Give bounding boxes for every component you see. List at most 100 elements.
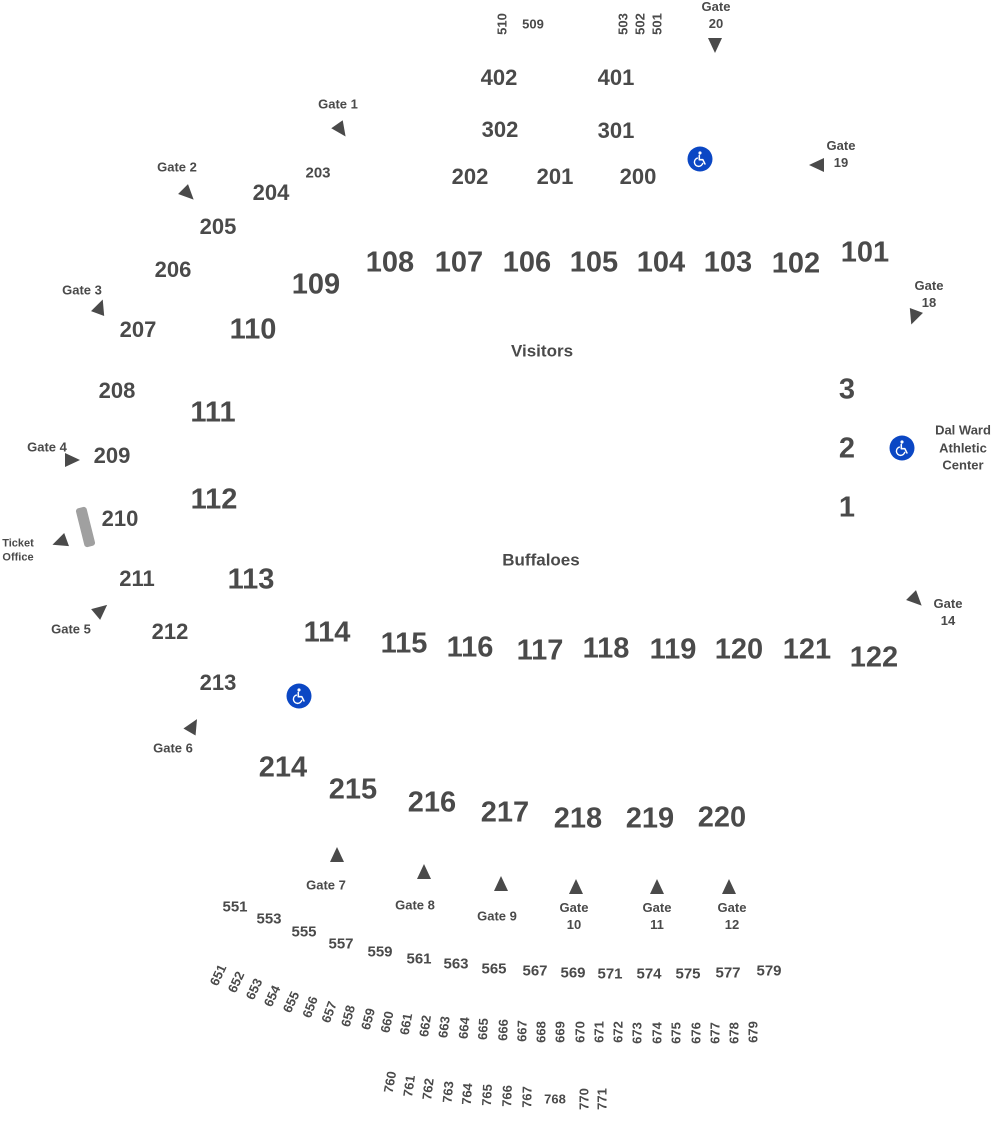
section-667: 667: [514, 1020, 530, 1042]
section-203: 203: [305, 164, 331, 182]
gate-14-marker: [906, 590, 927, 611]
athletic-center-label: Dal Ward Athletic Center: [935, 422, 991, 473]
section-670: 670: [572, 1021, 588, 1043]
section-651: 651: [206, 961, 230, 989]
section-760: 760: [380, 1070, 400, 1094]
gate-11-label: Gate 11: [642, 900, 672, 932]
section-762: 762: [419, 1077, 437, 1101]
section-764: 764: [458, 1082, 476, 1106]
gate-3-marker: [91, 297, 110, 316]
section-571: 571: [597, 965, 623, 983]
wheelchair-accessible-icon: [889, 435, 915, 461]
section-652: 652: [224, 968, 248, 996]
section-660: 660: [377, 1009, 397, 1035]
section-209: 209: [93, 443, 131, 468]
section-105: 105: [569, 246, 619, 279]
gate-11-marker: [650, 879, 664, 894]
section-770: 770: [576, 1088, 592, 1110]
section-555: 555: [291, 923, 317, 941]
section-111: 111: [190, 396, 236, 429]
section-669: 669: [552, 1021, 568, 1043]
gate-14-label: Gate 14: [933, 596, 963, 628]
section-214: 214: [258, 751, 308, 784]
section-509: 509: [522, 16, 544, 32]
section-656: 656: [299, 994, 321, 1020]
section-210: 210: [101, 506, 139, 531]
section-121: 121: [782, 633, 832, 666]
section-116: 116: [446, 631, 494, 664]
section-768: 768: [544, 1091, 566, 1107]
section-216: 216: [407, 786, 457, 819]
section-101: 101: [840, 236, 890, 269]
section-113: 113: [227, 563, 275, 596]
section-563: 563: [443, 955, 469, 973]
gate-12-label: Gate 12: [717, 900, 747, 932]
gate-10-label: Gate 10: [559, 900, 589, 932]
section-665: 665: [474, 1017, 492, 1041]
section-657: 657: [318, 999, 340, 1025]
section-302: 302: [481, 117, 519, 142]
section-112: 112: [190, 483, 238, 516]
gate-4-marker: [65, 453, 80, 467]
section-664: 664: [455, 1016, 473, 1040]
section-551: 551: [222, 898, 248, 916]
home-area-label: Buffaloes: [502, 550, 580, 570]
section-1: 1: [838, 491, 856, 524]
visitors-area-label: Visitors: [510, 341, 574, 361]
section-569: 569: [560, 964, 586, 982]
section-109: 109: [291, 268, 341, 301]
section-654: 654: [260, 982, 284, 1010]
ticket-office-label: Ticket Office: [2, 537, 34, 564]
section-561: 561: [406, 950, 432, 968]
gate-9-label: Gate 9: [477, 908, 517, 924]
gate-5-label: Gate 5: [51, 621, 91, 637]
gate-2-marker: [178, 184, 199, 205]
section-205: 205: [199, 214, 237, 239]
gate-18-marker: [904, 308, 923, 327]
section-114: 114: [303, 616, 351, 649]
section-565: 565: [481, 960, 507, 978]
section-211: 211: [119, 566, 155, 591]
section-765: 765: [478, 1083, 496, 1107]
section-674: 674: [649, 1022, 665, 1044]
section-676: 676: [688, 1022, 704, 1044]
wheelchair-accessible-icon: [687, 146, 713, 172]
section-401: 401: [597, 65, 635, 90]
section-207: 207: [119, 317, 157, 342]
section-212: 212: [151, 619, 189, 644]
section-503: 503: [615, 13, 631, 35]
gate-7-label: Gate 7: [306, 877, 346, 893]
section-118: 118: [582, 632, 630, 665]
gate-1-marker: [331, 120, 352, 141]
section-213: 213: [199, 670, 237, 695]
section-117: 117: [516, 634, 564, 667]
section-107: 107: [434, 246, 484, 279]
gate-4-label: Gate 4: [27, 439, 67, 455]
gate-9-marker: [494, 876, 508, 891]
section-653: 653: [242, 975, 266, 1003]
section-2: 2: [838, 432, 856, 465]
section-301: 301: [597, 118, 635, 143]
gate-1-label: Gate 1: [318, 96, 358, 112]
gate-20-label: Gate 20: [701, 0, 731, 31]
wheelchair-accessible-icon: [286, 683, 312, 709]
section-219: 219: [625, 802, 675, 835]
section-553: 553: [256, 910, 282, 928]
section-220: 220: [697, 801, 747, 834]
section-575: 575: [675, 965, 701, 983]
section-208: 208: [98, 378, 136, 403]
section-671: 671: [591, 1021, 607, 1043]
gate-8-marker: [417, 864, 431, 879]
section-402: 402: [480, 65, 518, 90]
gate-7-marker: [330, 847, 344, 862]
section-103: 103: [703, 246, 753, 279]
section-204: 204: [252, 180, 290, 205]
section-761: 761: [400, 1074, 418, 1098]
section-108: 108: [365, 246, 415, 279]
gate-10-marker: [569, 879, 583, 894]
section-678: 678: [726, 1022, 742, 1044]
gate-3-label: Gate 3: [62, 282, 102, 298]
section-763: 763: [439, 1080, 457, 1104]
section-501: 501: [649, 13, 665, 35]
section-658: 658: [337, 1003, 359, 1029]
